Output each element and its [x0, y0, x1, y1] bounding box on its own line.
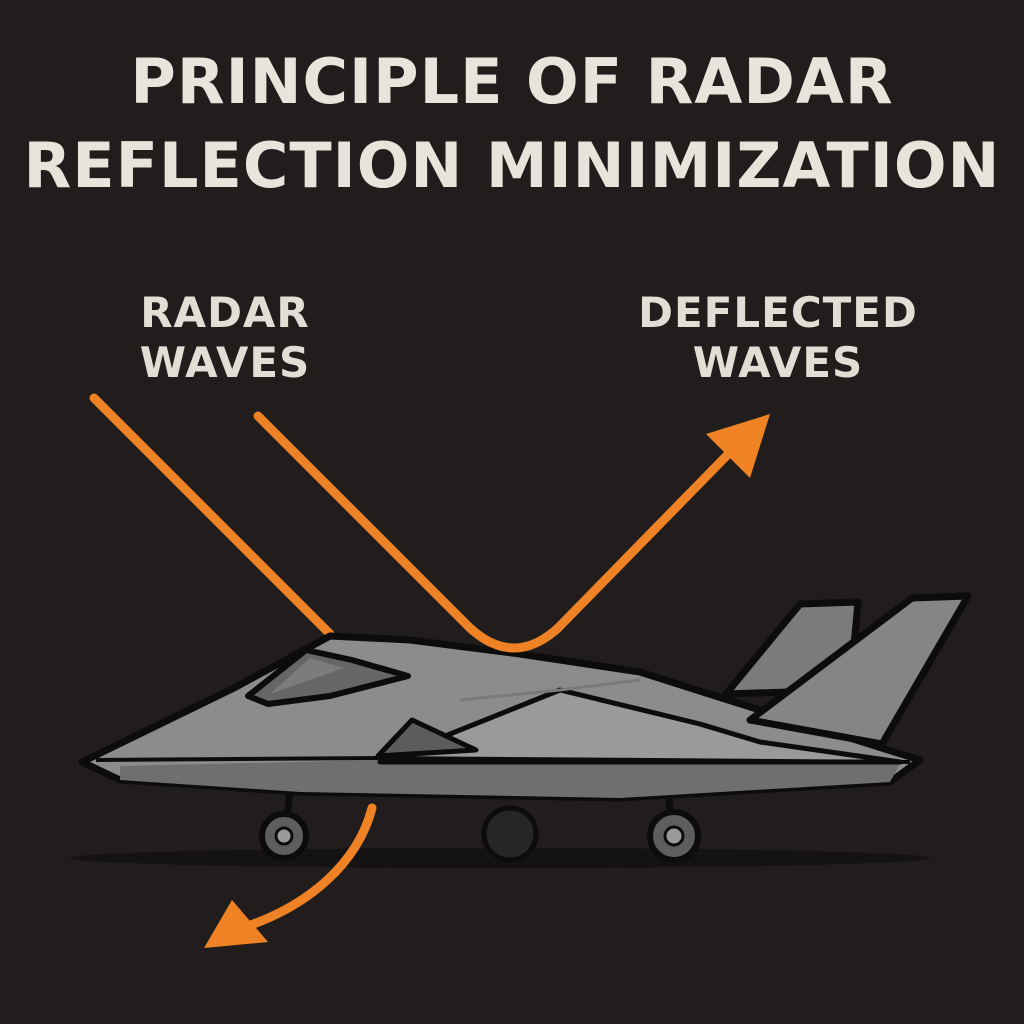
radar-waves-label-line-2: WAVES: [139, 338, 311, 387]
wing-panel-line: [459, 678, 641, 702]
deflected-arrowhead-icon: [706, 414, 770, 478]
reflected-radar-wave: [253, 411, 747, 653]
deflected-waves-label: DEFLECTED WAVES: [628, 288, 928, 388]
downward-scattered-wave: [237, 803, 377, 933]
radar-waves-label: RADAR WAVES: [120, 288, 330, 388]
title-line-1: PRINCIPLE OF RADAR: [130, 45, 894, 118]
deflected-waves-label-line-1: DEFLECTED: [638, 288, 918, 337]
title-line-2: REFLECTION MINIMIZATION: [23, 129, 1001, 202]
front-tail-fin: [746, 592, 972, 748]
page-title: PRINCIPLE OF RADAR REFLECTION MINIMIZATI…: [0, 40, 1024, 208]
landing-gear: [259, 789, 701, 863]
fuselage-belly: [120, 760, 900, 798]
downward-arrowhead-icon: [204, 900, 268, 948]
radar-waves-label-line-1: RADAR: [140, 288, 310, 337]
canopy-glare: [270, 658, 344, 694]
stealth-fighter-icon: [78, 592, 972, 863]
cockpit-canopy: [245, 647, 411, 707]
deflected-waves-label-line-2: WAVES: [692, 338, 864, 387]
air-intake: [375, 717, 479, 759]
fuselage-seam-line: [95, 755, 911, 764]
incoming-radar-wave-1: [89, 393, 335, 639]
